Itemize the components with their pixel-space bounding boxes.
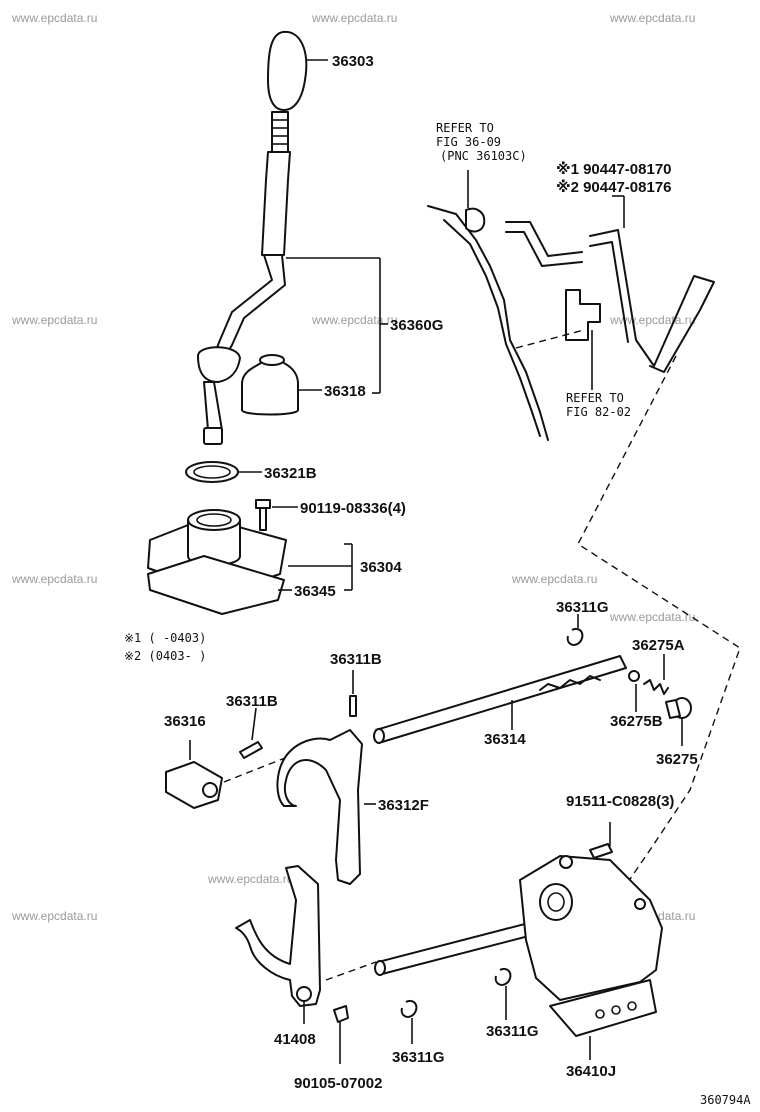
note-refer-36-09-line3: (PNC 36103C) bbox=[440, 149, 527, 163]
part-labels: 36303 36360G 36318 36321B 90119-08336(4)… bbox=[124, 53, 751, 1107]
note-refer-36-09-line1: REFER TO bbox=[436, 121, 494, 135]
label-36275A: 36275A bbox=[632, 637, 685, 654]
watermark: www.epcdata.ru bbox=[11, 909, 97, 923]
snap-ring bbox=[185, 461, 262, 483]
transmission-case-outline bbox=[427, 170, 549, 441]
watermark: www.epcdata.ru bbox=[207, 872, 293, 886]
label-91511: 91511-C0828(3) bbox=[566, 793, 674, 810]
shift-lever bbox=[197, 111, 388, 445]
shift-fork-lower bbox=[235, 865, 377, 1024]
note-refer-82-02-line2: FIG 82-02 bbox=[566, 405, 631, 419]
label-36303: 36303 bbox=[332, 53, 374, 70]
detent-parts bbox=[628, 654, 692, 746]
breather-hose bbox=[505, 195, 715, 390]
label-36360G: 36360G bbox=[390, 317, 443, 334]
e-clips-lower bbox=[400, 968, 512, 1044]
bolt bbox=[255, 499, 298, 531]
label-41408: 41408 bbox=[274, 1031, 316, 1048]
watermark: www.epcdata.ru bbox=[11, 11, 97, 25]
label-36316: 36316 bbox=[164, 713, 206, 730]
label-36321B: 36321B bbox=[264, 465, 317, 482]
shift-shaft bbox=[373, 655, 627, 744]
label-90105: 90105-07002 bbox=[294, 1075, 382, 1092]
fork-bolt bbox=[333, 1005, 349, 1064]
shift-knob bbox=[267, 30, 328, 111]
shift-boot bbox=[241, 354, 380, 416]
watermark: www.epcdata.ru bbox=[11, 313, 97, 327]
note-refer-36-09-line2: FIG 36-09 bbox=[436, 135, 501, 149]
e-clip bbox=[566, 614, 584, 646]
label-36312F: 36312F bbox=[378, 797, 429, 814]
watermark: www.epcdata.ru bbox=[311, 11, 397, 25]
shift-head bbox=[165, 740, 291, 809]
label-36410J: 36410J bbox=[566, 1063, 616, 1080]
label-36314: 36314 bbox=[484, 731, 526, 748]
spring-pins bbox=[239, 670, 357, 759]
label-36275: 36275 bbox=[656, 751, 698, 768]
label-36311G-right: 36311G bbox=[486, 1023, 539, 1040]
watermark: www.epcdata.ru bbox=[609, 313, 695, 327]
watermark: www.epcdata.ru bbox=[11, 572, 97, 586]
footnote-2: ※2 (0403- ) bbox=[124, 649, 206, 663]
label-36311G-top: 36311G bbox=[556, 599, 609, 616]
label-90447-2: ※2 90447-08176 bbox=[556, 178, 672, 196]
label-36275B: 36275B bbox=[610, 713, 663, 730]
label-36311B-b: 36311B bbox=[226, 693, 278, 710]
label-36304: 36304 bbox=[360, 559, 402, 576]
footnote-1: ※1 ( -0403) bbox=[124, 631, 206, 645]
label-36318: 36318 bbox=[324, 383, 366, 400]
shift-housing bbox=[147, 509, 353, 615]
retainer-housing bbox=[519, 822, 663, 1060]
label-90119: 90119-08336(4) bbox=[300, 500, 406, 517]
label-36311B-a: 36311B bbox=[330, 651, 382, 668]
label-36311G-mid: 36311G bbox=[392, 1049, 445, 1066]
watermark: www.epcdata.ru bbox=[609, 11, 695, 25]
note-refer-82-02-line1: REFER TO bbox=[566, 391, 624, 405]
label-90447-1: ※1 90447-08170 bbox=[556, 160, 672, 178]
watermark: www.epcdata.ru bbox=[609, 610, 695, 624]
watermark: www.epcdata.ru bbox=[311, 313, 397, 327]
figure-code: 360794A bbox=[700, 1093, 751, 1107]
watermark: www.epcdata.ru bbox=[511, 572, 597, 586]
label-36345: 36345 bbox=[294, 583, 336, 600]
shift-fork-upper bbox=[276, 729, 376, 885]
watermarks: www.epcdata.ru www.epcdata.ru www.epcdat… bbox=[11, 11, 695, 923]
